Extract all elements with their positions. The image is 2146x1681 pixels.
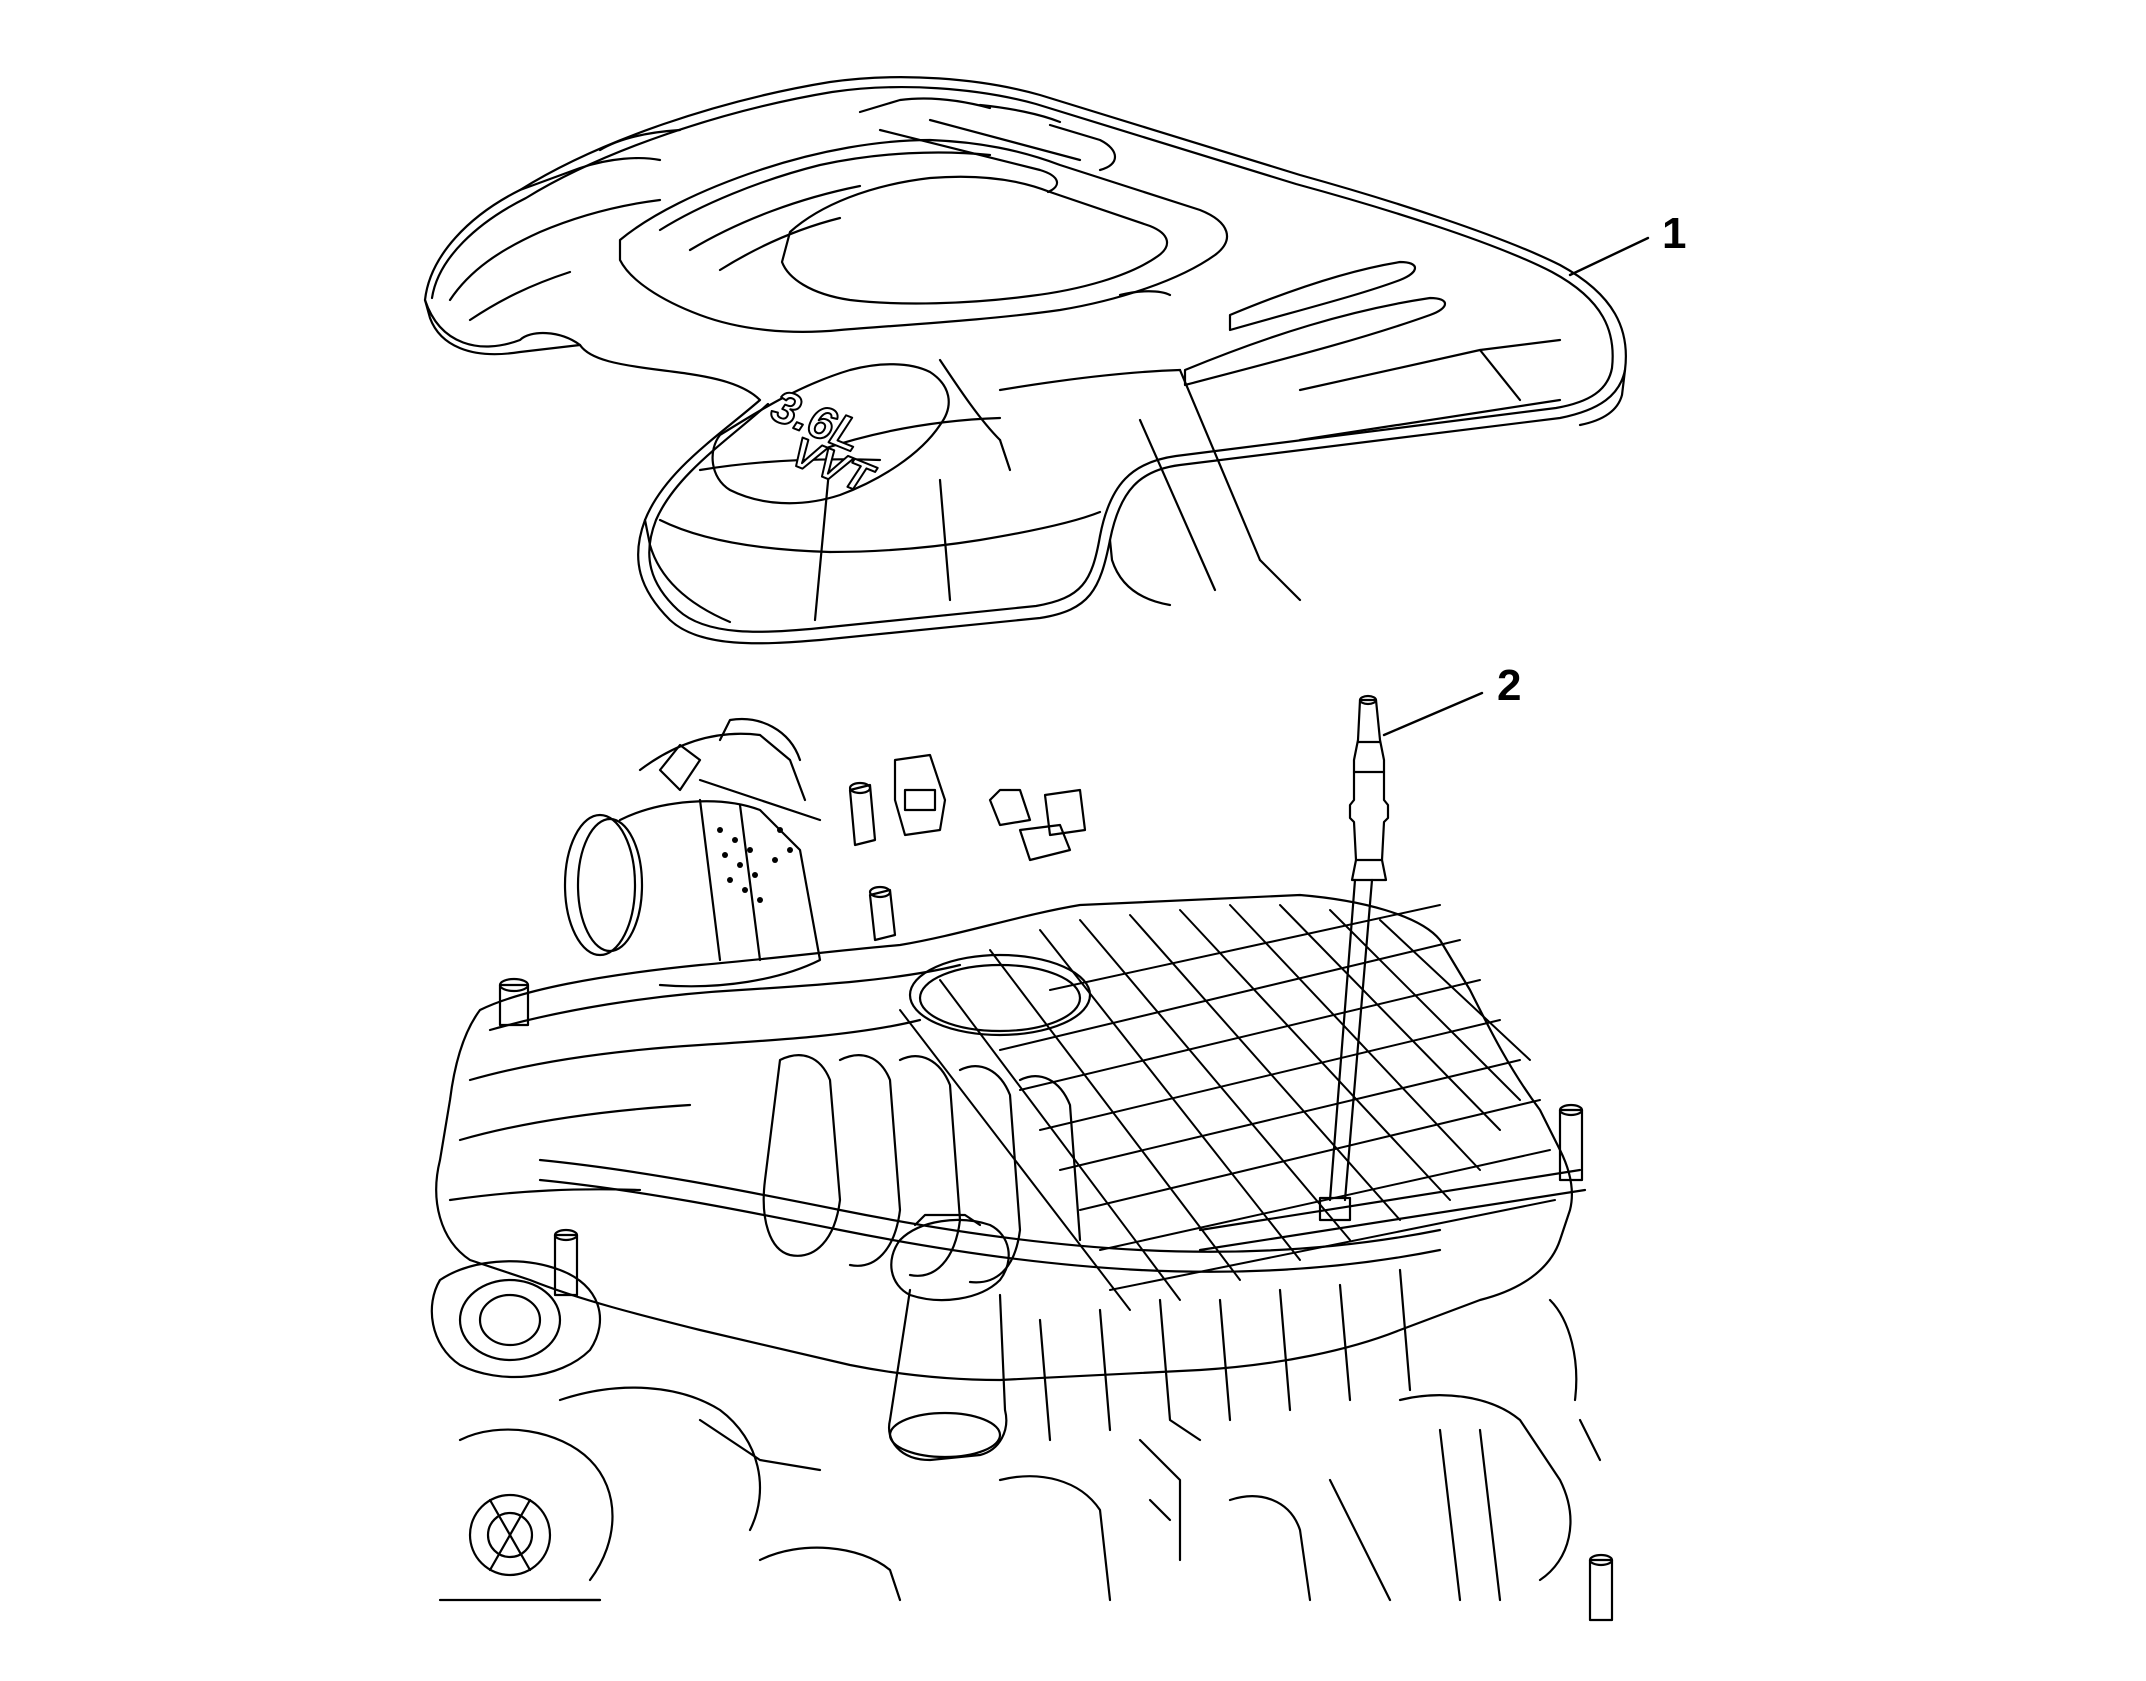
callout-2-leader xyxy=(1384,693,1482,735)
cover-badge-line2: VVT xyxy=(785,428,881,503)
callout-1-leader xyxy=(1570,238,1648,275)
callout-label-1: 1 xyxy=(1662,209,1687,258)
engine-cover-outline xyxy=(425,77,1626,643)
engine-cover: 3.6L VVT xyxy=(425,77,1626,643)
badge-plate xyxy=(713,364,949,503)
engine-assembly xyxy=(432,719,1612,1620)
callout-label-2: 2 xyxy=(1497,661,1522,710)
